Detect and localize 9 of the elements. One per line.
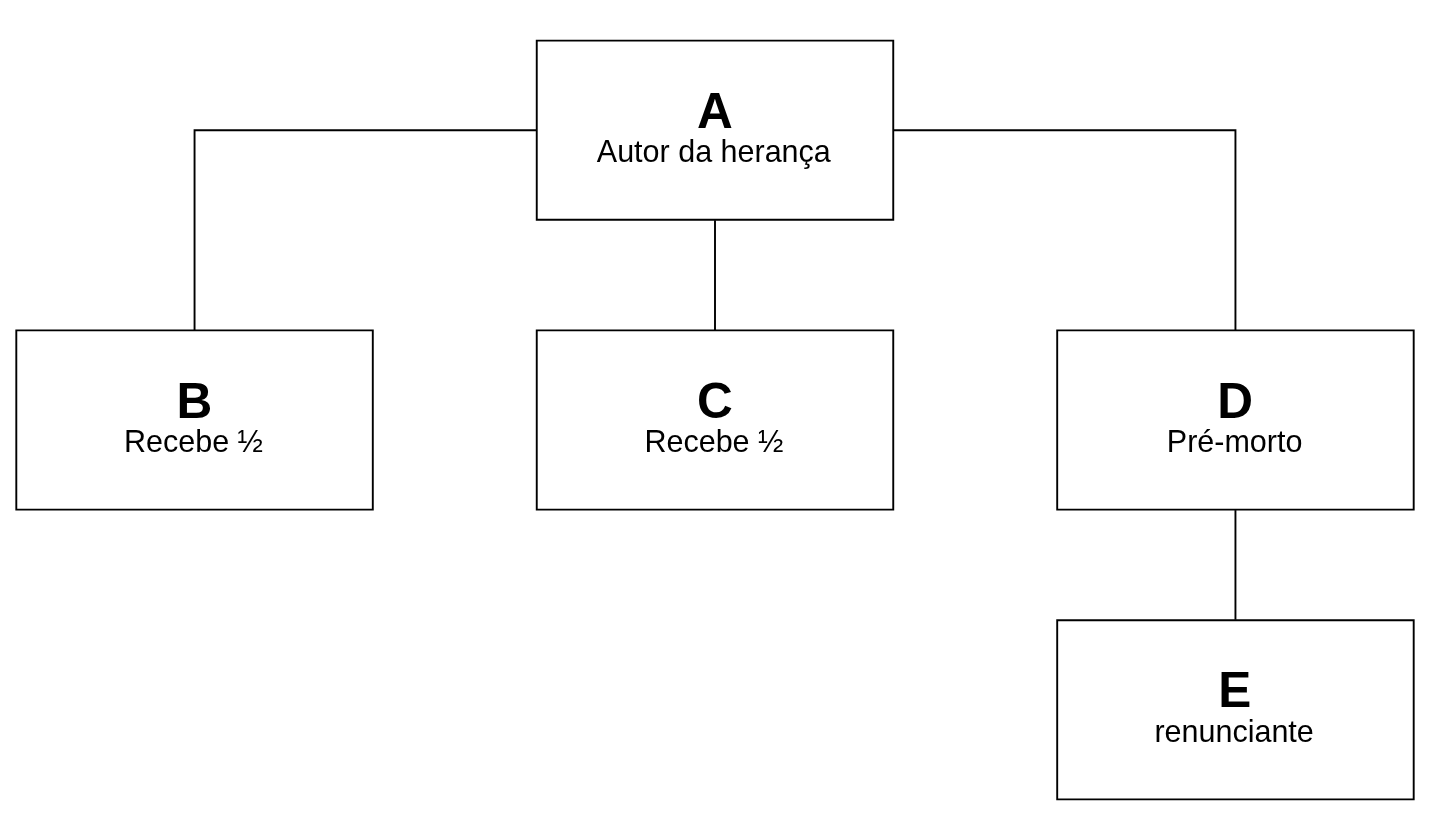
node-box: D Pré-morto <box>1056 329 1415 511</box>
connector <box>193 129 538 331</box>
connector <box>714 219 716 331</box>
connector <box>892 129 1237 331</box>
node-box: C Recebe ½ <box>535 329 895 511</box>
connector <box>1234 509 1237 621</box>
node-box: E renunciante <box>1056 619 1415 801</box>
node-box: A Autor da herança <box>535 39 895 221</box>
node-box: B Recebe ½ <box>15 329 374 511</box>
